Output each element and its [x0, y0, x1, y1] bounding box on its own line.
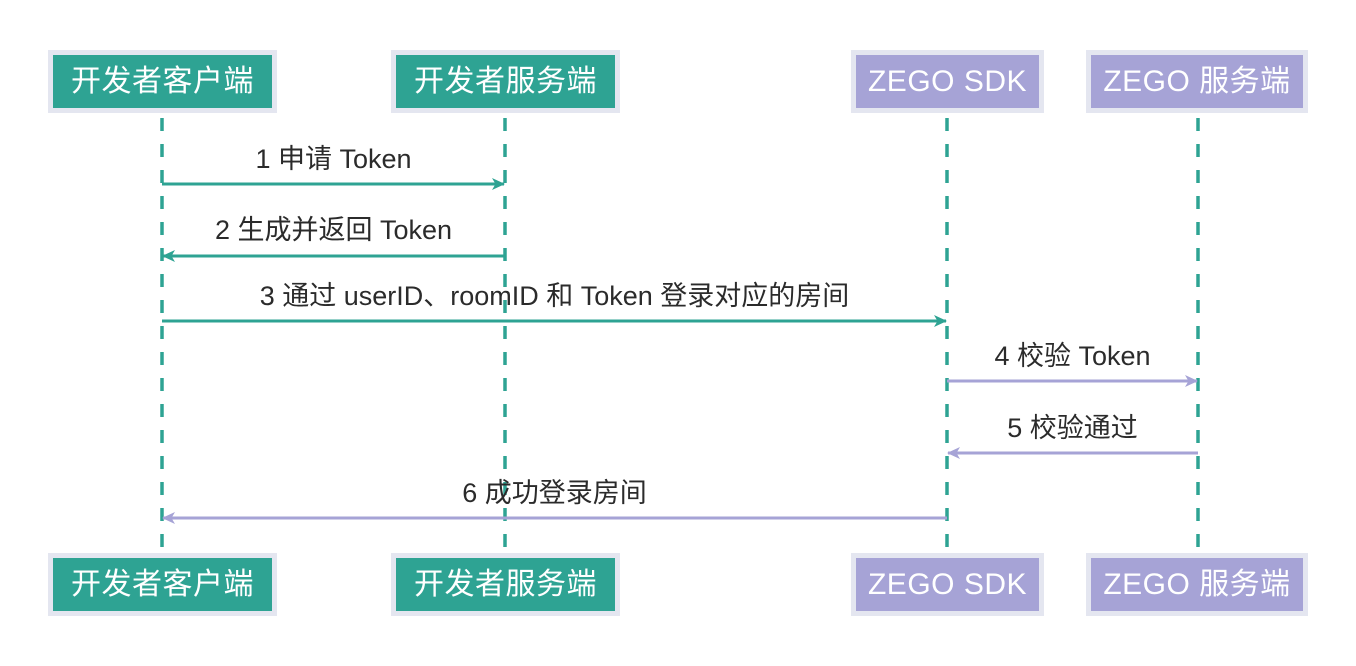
lifelines-group [160, 118, 1200, 548]
participant-dev-client-bottom: 开发者客户端 [48, 553, 277, 616]
participant-label: 开发者服务端 [414, 64, 597, 98]
participant-label: 开发者客户端 [71, 64, 254, 98]
participant-label: ZEGO SDK [867, 64, 1028, 98]
message-label-3: 3 通过 userID、roomID 和 Token 登录对应的房间 [259, 281, 850, 311]
participant-zego-server-top: ZEGO 服务端 [1086, 50, 1308, 113]
message-label-1: 1 申请 Token [255, 144, 412, 174]
participant-label: ZEGO 服务端 [1103, 567, 1291, 601]
message-arrows-group [162, 178, 1198, 524]
participant-zego-sdk-top: ZEGO SDK [851, 50, 1044, 113]
participant-label: 开发者客户端 [71, 567, 254, 601]
participant-dev-server-bottom: 开发者服务端 [391, 553, 620, 616]
participant-label: 开发者服务端 [414, 567, 597, 601]
message-label-2: 2 生成并返回 Token [214, 215, 453, 245]
participant-zego-server-bottom: ZEGO 服务端 [1086, 553, 1308, 616]
message-label-6: 6 成功登录房间 [462, 478, 647, 508]
participant-label: ZEGO SDK [867, 567, 1028, 601]
message-label-5: 5 校验通过 [1007, 413, 1138, 443]
participant-dev-server-top: 开发者服务端 [391, 50, 620, 113]
participant-zego-sdk-bottom: ZEGO SDK [851, 553, 1044, 616]
participant-label: ZEGO 服务端 [1103, 64, 1291, 98]
message-label-4: 4 校验 Token [994, 341, 1151, 371]
participant-dev-client-top: 开发者客户端 [48, 50, 277, 113]
